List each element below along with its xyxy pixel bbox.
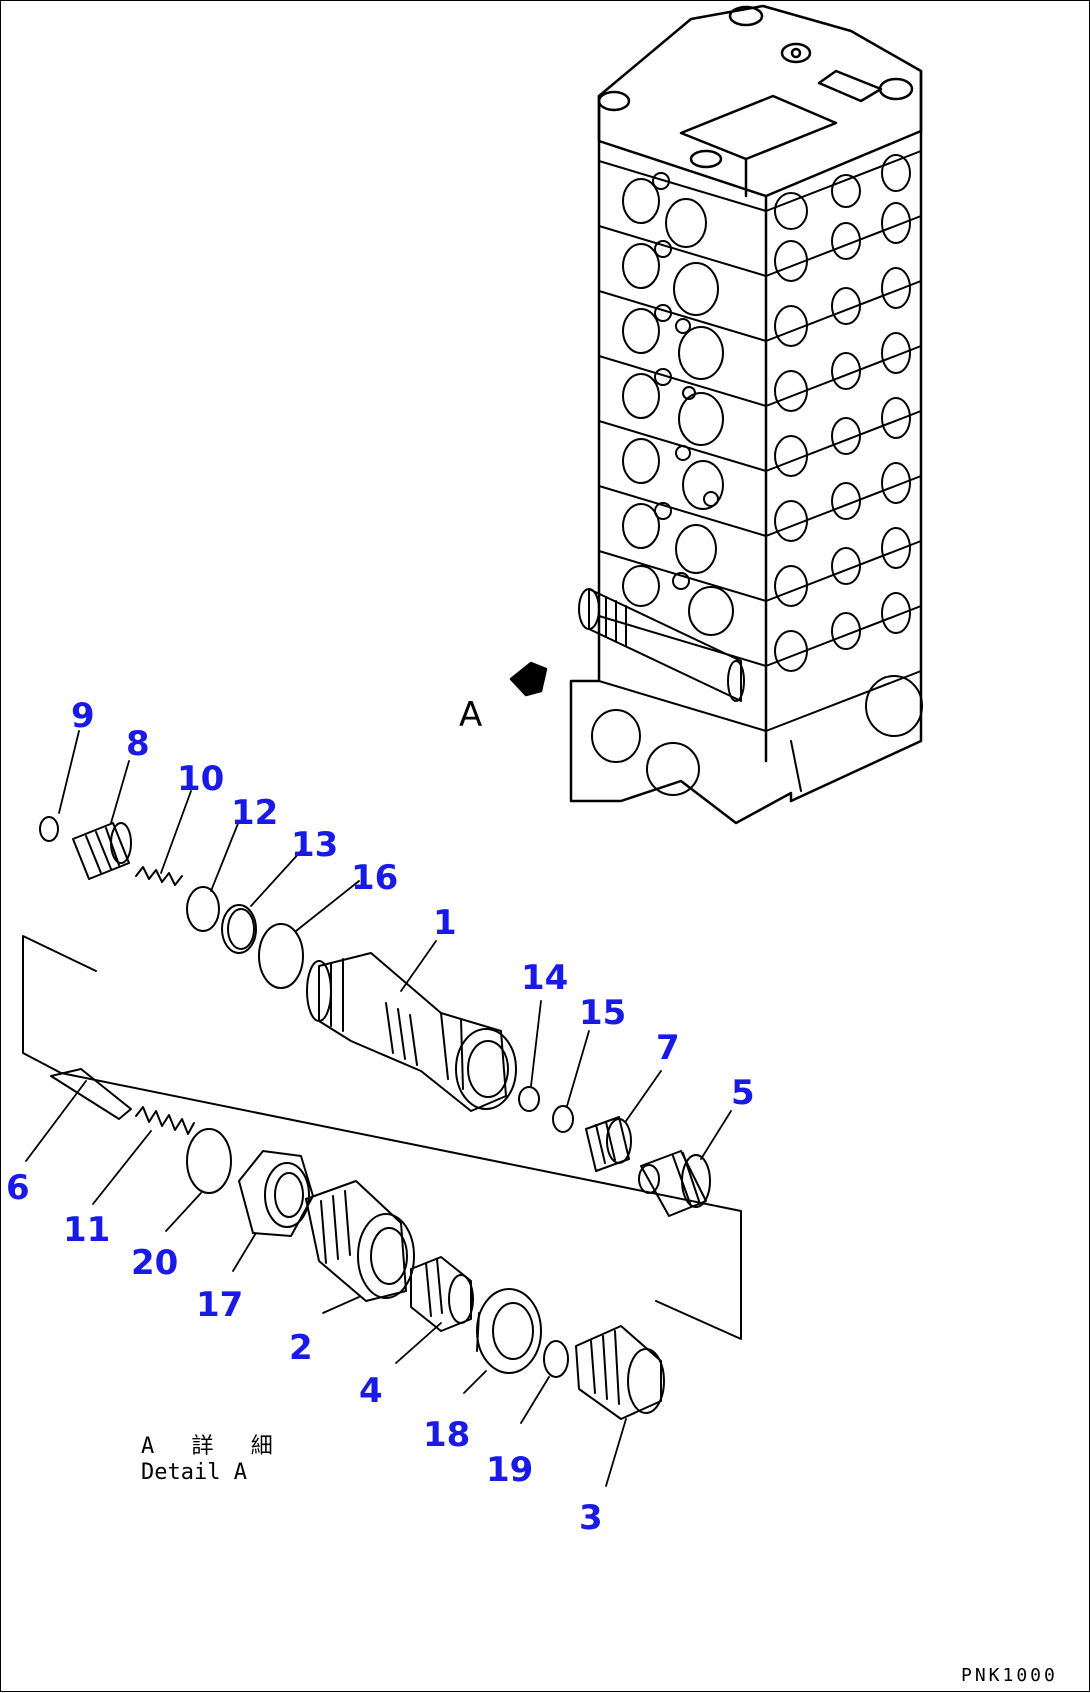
callout-15: 15 bbox=[579, 993, 627, 1033]
view-marker-label: A bbox=[459, 695, 483, 735]
callout-13: 13 bbox=[291, 825, 339, 865]
detail-caption-english: Detail A bbox=[141, 1460, 247, 1485]
callout-8: 8 bbox=[126, 724, 150, 764]
callout-20: 20 bbox=[131, 1243, 179, 1283]
callout-18: 18 bbox=[423, 1415, 471, 1455]
leader-lines bbox=[25, 730, 732, 1487]
callout-9: 9 bbox=[71, 696, 95, 736]
callout-1: 1 bbox=[433, 903, 457, 943]
detail-a-parts bbox=[22, 816, 742, 1420]
callout-5: 5 bbox=[731, 1073, 755, 1113]
callout-2: 2 bbox=[289, 1328, 313, 1368]
callout-19: 19 bbox=[486, 1450, 534, 1490]
callout-14: 14 bbox=[521, 958, 569, 998]
callout-10: 10 bbox=[177, 759, 225, 799]
callout-12: 12 bbox=[231, 793, 279, 833]
control-valve-block bbox=[569, 4, 923, 825]
callout-11: 11 bbox=[63, 1210, 111, 1250]
callout-4: 4 bbox=[359, 1371, 383, 1411]
callout-17: 17 bbox=[196, 1285, 244, 1325]
callout-16: 16 bbox=[351, 858, 399, 898]
callout-3: 3 bbox=[579, 1498, 603, 1538]
detail-caption-japanese: A 詳 細 bbox=[141, 1434, 285, 1459]
callout-6: 6 bbox=[6, 1168, 30, 1208]
callout-7: 7 bbox=[656, 1028, 680, 1068]
view-arrow bbox=[509, 661, 548, 697]
drawing-code: PNK1000 bbox=[961, 1665, 1058, 1686]
